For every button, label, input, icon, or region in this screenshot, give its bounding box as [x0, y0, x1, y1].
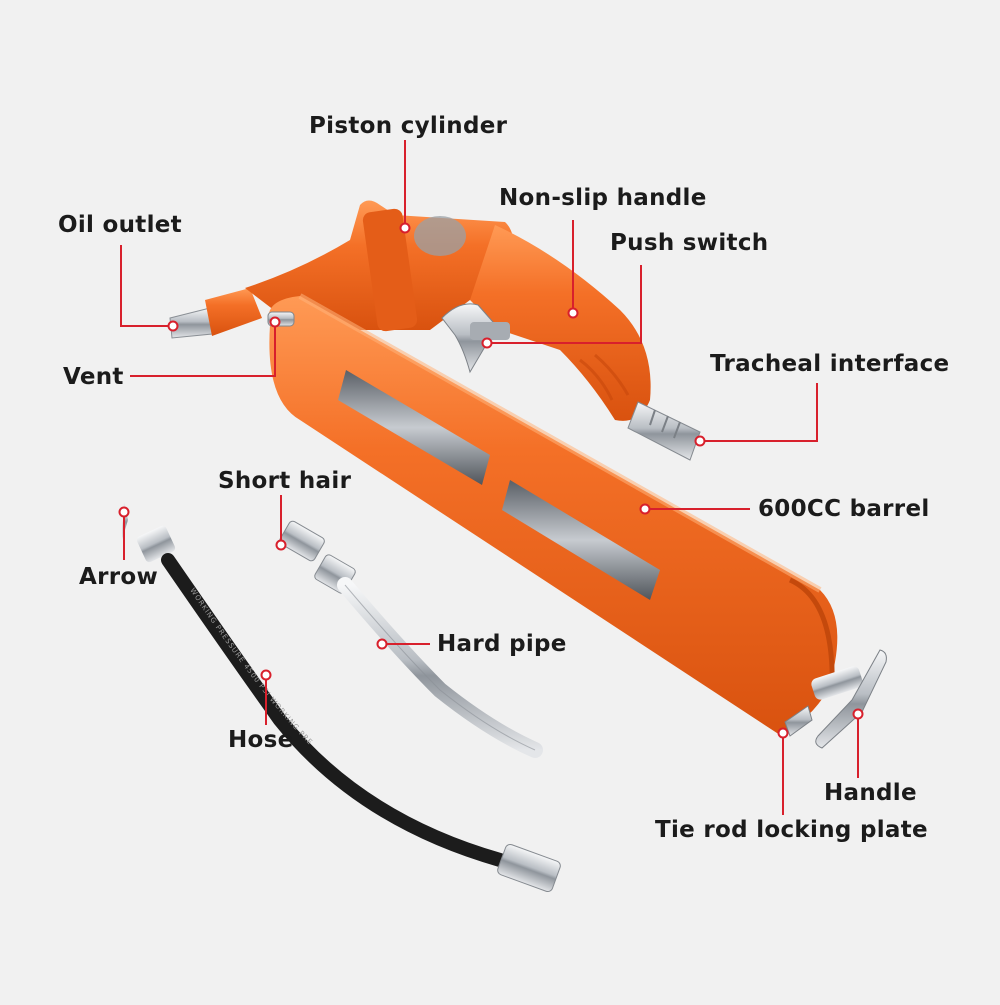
label-arrow: Arrow [79, 564, 159, 590]
dot-vent [269, 316, 281, 328]
grease-gun [169, 200, 887, 749]
tracheal-interface-coupler [627, 401, 701, 461]
piston-cylinder-head [245, 200, 515, 332]
leader-lines [120, 140, 859, 815]
dot-hose [260, 669, 272, 681]
dot-tie-rod [777, 727, 789, 739]
label-vent: Vent [63, 364, 124, 390]
label-oil-outlet: Oil outlet [58, 212, 182, 238]
hose-assembly: WORKING PRESSURE 4500 PSI WORKING PRE [122, 500, 561, 893]
dot-push-switch [481, 337, 493, 349]
leader-oil-outlet [120, 245, 173, 327]
barrel-window-2 [502, 480, 660, 600]
hard-pipe-assembly [279, 520, 543, 758]
dot-hard-pipe [376, 638, 388, 650]
leader-vent [130, 322, 276, 377]
dot-piston-cylinder [399, 222, 411, 234]
label-push-switch: Push switch [610, 230, 769, 256]
hard-pipe-tube [337, 577, 543, 758]
hose-ferrule-top [136, 525, 176, 563]
dot-arrow [118, 506, 130, 518]
short-hair-coupler [279, 520, 325, 562]
non-slip-handle-body [470, 225, 651, 421]
dot-non-slip-handle [567, 307, 579, 319]
label-tracheal-interface: Tracheal interface [710, 351, 950, 377]
dot-tracheal-interface [694, 435, 706, 447]
label-short-hair: Short hair [218, 468, 352, 494]
dot-barrel [639, 503, 651, 515]
label-non-slip-handle: Non-slip handle [499, 185, 707, 211]
hose-ferrule-bottom [497, 843, 561, 893]
barrel-window-1 [338, 370, 490, 485]
label-hard-pipe: Hard pipe [437, 631, 567, 657]
dot-short-hair [275, 539, 287, 551]
label-tie-rod-locking-plate: Tie rod locking plate [655, 817, 928, 843]
label-hose: Hose [228, 727, 294, 753]
oil-outlet-nozzle [169, 288, 262, 339]
label-piston-cylinder: Piston cylinder [309, 113, 508, 139]
dot-oil-outlet [167, 320, 179, 332]
dot-handle [852, 708, 864, 720]
leader-dots [118, 222, 864, 739]
leader-tracheal-interface [700, 383, 818, 442]
leader-push-switch [487, 265, 642, 344]
barrel [268, 293, 838, 735]
label-barrel: 600CC barrel [758, 496, 930, 522]
hose-print-text: WORKING PRESSURE 4500 PSI WORKING PRE [188, 587, 314, 747]
hose-tube [161, 553, 507, 867]
label-handle: Handle [824, 780, 917, 806]
